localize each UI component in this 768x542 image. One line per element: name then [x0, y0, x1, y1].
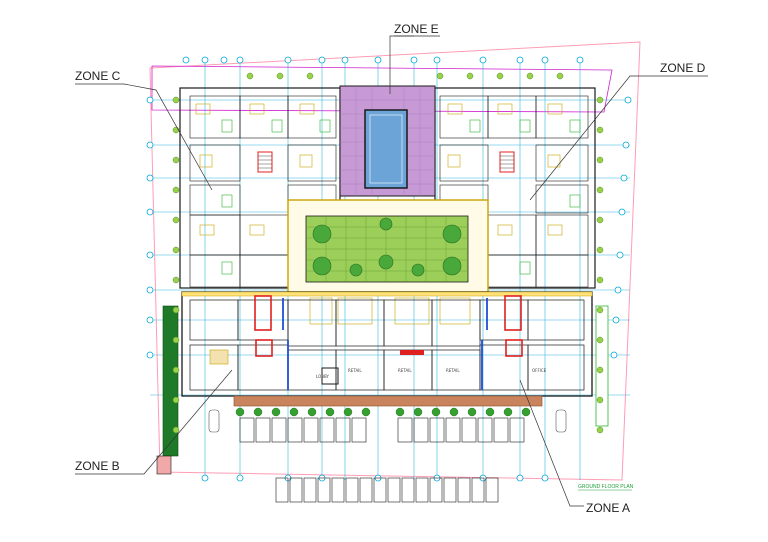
plan-caption: GROUND FLOOR PLAN: [578, 484, 634, 490]
zone-b-label: ZONE B: [75, 459, 120, 473]
zone-c-units: [189, 95, 337, 288]
property-line: [151, 65, 613, 113]
courtyard-trees: [312, 217, 462, 277]
parking-canopy: [233, 395, 543, 407]
reception-block: [321, 367, 339, 385]
podium-band: [181, 291, 593, 297]
pool-inner-edge: [369, 114, 403, 184]
svg-text:OFFICE: OFFICE: [532, 368, 547, 373]
room-labels: LOBBY RETAIL RETAIL RETAIL OFFICE: [316, 368, 547, 379]
left-landscape-strip: [162, 305, 179, 457]
stair-cores: [257, 151, 515, 173]
site-boundary: [149, 41, 641, 481]
parking-bays: [239, 417, 525, 503]
lift-cores: [282, 298, 488, 390]
bathroom-fixtures: [221, 119, 581, 275]
swimming-pool: [364, 109, 408, 189]
service-room: [209, 349, 229, 365]
zone-e-label: ZONE E: [394, 22, 439, 36]
retail-frames: [254, 295, 523, 357]
parked-cars: [208, 409, 567, 433]
svg-text:RETAIL: RETAIL: [398, 368, 412, 373]
right-landscape-strip: [595, 305, 609, 427]
parking-trees: [235, 407, 531, 417]
zone-a-label: ZONE A: [586, 501, 630, 515]
podium-rooms: [189, 299, 585, 391]
svg-text:RETAIL: RETAIL: [348, 368, 362, 373]
lobby-desk: [400, 350, 424, 355]
zone-c-label: ZONE C: [75, 69, 121, 83]
svg-text:LOBBY: LOBBY: [316, 374, 330, 379]
furniture: [195, 103, 563, 325]
entrance-gate: [156, 455, 172, 475]
stair-treads: [258, 155, 514, 169]
zone-d-label: ZONE D: [660, 61, 706, 75]
podium-block: [181, 291, 593, 397]
svg-text:RETAIL: RETAIL: [446, 368, 460, 373]
perimeter-shrubs: [172, 72, 604, 434]
